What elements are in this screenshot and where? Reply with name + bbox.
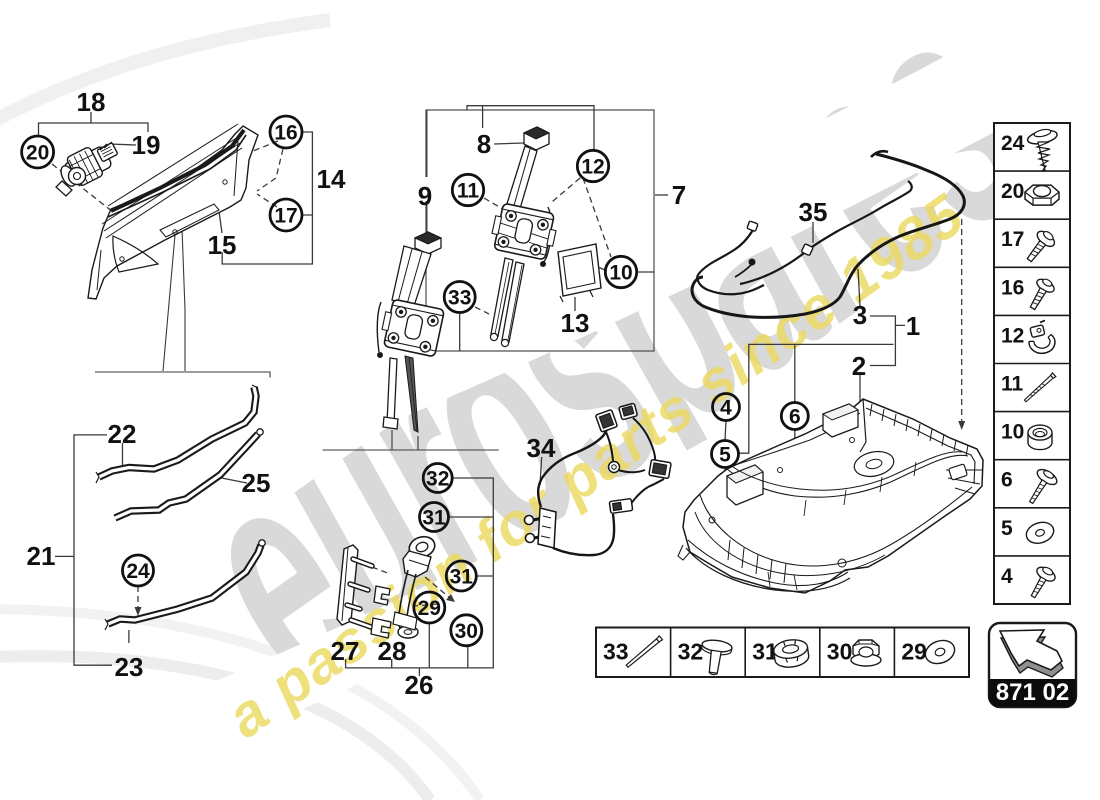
svg-text:31: 31 [422,507,446,530]
svg-text:30: 30 [827,639,853,665]
svg-text:32: 32 [678,639,704,665]
svg-text:35: 35 [799,197,828,227]
svg-text:25: 25 [242,468,271,498]
svg-text:3: 3 [853,300,867,330]
svg-text:22: 22 [108,419,137,449]
svg-text:26: 26 [405,670,434,700]
svg-text:6: 6 [1001,469,1013,492]
svg-text:20: 20 [26,142,49,165]
svg-text:17: 17 [1001,228,1024,251]
svg-text:10: 10 [1001,421,1024,444]
svg-text:13: 13 [561,308,590,338]
svg-text:24: 24 [126,560,150,583]
svg-text:16: 16 [1001,276,1024,299]
svg-text:5: 5 [719,444,731,467]
svg-text:4: 4 [1001,565,1013,588]
svg-text:9: 9 [418,181,432,211]
svg-text:7: 7 [672,180,686,210]
svg-text:8: 8 [477,129,491,159]
svg-text:12: 12 [581,156,604,179]
svg-text:4: 4 [720,397,732,420]
svg-text:29: 29 [901,639,927,665]
svg-text:12: 12 [1001,324,1024,347]
svg-text:27: 27 [331,636,360,666]
svg-text:19: 19 [132,130,161,160]
svg-text:11: 11 [1001,373,1024,396]
svg-text:15: 15 [208,230,237,260]
svg-text:30: 30 [455,620,478,643]
svg-text:11: 11 [457,180,480,203]
svg-text:5: 5 [1001,517,1013,540]
svg-text:21: 21 [27,541,56,571]
svg-text:6: 6 [789,406,801,429]
svg-text:33: 33 [448,287,471,310]
svg-text:871 02: 871 02 [996,679,1069,706]
svg-text:23: 23 [115,652,144,682]
svg-text:24: 24 [1001,132,1025,155]
svg-text:34: 34 [527,433,556,463]
svg-text:18: 18 [77,87,106,117]
svg-text:10: 10 [609,262,632,285]
svg-text:33: 33 [603,639,629,665]
svg-text:14: 14 [317,164,346,194]
svg-text:31: 31 [450,566,474,589]
svg-text:29: 29 [418,597,441,620]
svg-text:17: 17 [274,205,297,228]
svg-text:2: 2 [852,351,866,381]
svg-text:1: 1 [906,311,920,341]
svg-text:16: 16 [274,122,297,145]
svg-text:28: 28 [378,636,407,666]
svg-text:32: 32 [426,468,449,491]
svg-text:20: 20 [1001,180,1024,203]
